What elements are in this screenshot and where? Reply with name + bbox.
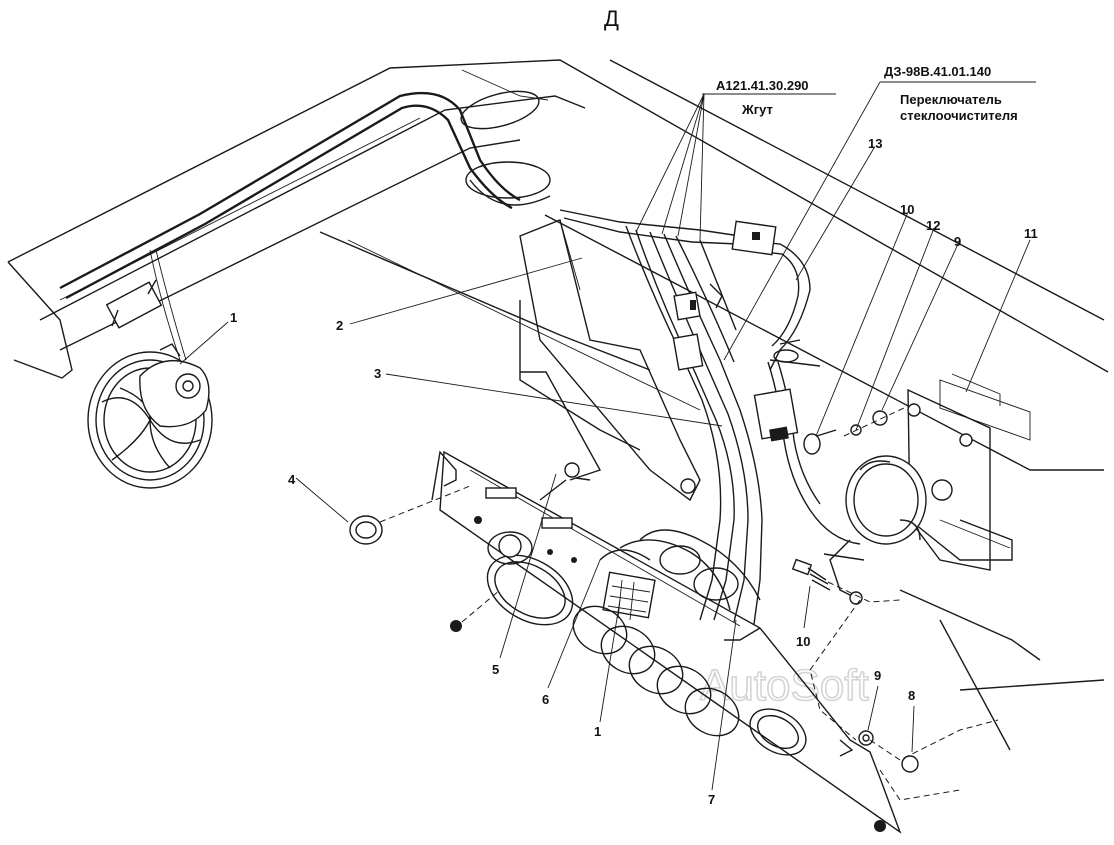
callout-1-fan: 1 bbox=[230, 310, 237, 325]
callout-2: 2 bbox=[336, 318, 343, 333]
reference-desc-harness: Жгут bbox=[741, 102, 773, 117]
instrument-panel bbox=[431, 450, 902, 834]
callout-1-panel: 1 bbox=[594, 724, 601, 739]
callout-11: 11 bbox=[1024, 226, 1038, 241]
callout-3: 3 bbox=[374, 366, 381, 381]
wiper-switch-motor bbox=[823, 373, 1031, 605]
callout-10-lower: 10 bbox=[796, 634, 810, 649]
bracket-column bbox=[519, 219, 701, 502]
callout-8: 8 bbox=[908, 688, 915, 703]
callout-9-lower: 9 bbox=[874, 668, 881, 683]
reference-desc-switch-line2: стеклоочистителя bbox=[900, 108, 1018, 123]
fasteners bbox=[349, 407, 999, 832]
reference-code-harness: А121.41.30.290 bbox=[716, 78, 809, 93]
callout-7: 7 bbox=[708, 792, 715, 807]
fan-assembly bbox=[87, 249, 213, 489]
leader-lines bbox=[179, 81, 1036, 791]
hose bbox=[59, 90, 551, 300]
callout-12: 12 bbox=[926, 218, 940, 233]
callout-10-upper: 10 bbox=[900, 202, 914, 217]
reference-desc-switch-line1: Переключатель bbox=[900, 92, 1002, 107]
callout-4: 4 bbox=[288, 472, 296, 487]
sheet-title: Д bbox=[604, 6, 619, 31]
callout-6: 6 bbox=[542, 692, 549, 707]
callout-13: 13 bbox=[868, 136, 882, 151]
wiring-harness bbox=[559, 209, 861, 625]
watermark: AutoSoft bbox=[700, 661, 869, 710]
callout-5: 5 bbox=[492, 662, 499, 677]
callout-9-upper: 9 bbox=[954, 234, 961, 249]
reference-code-switch: ДЗ-98В.41.01.140 bbox=[884, 64, 991, 79]
